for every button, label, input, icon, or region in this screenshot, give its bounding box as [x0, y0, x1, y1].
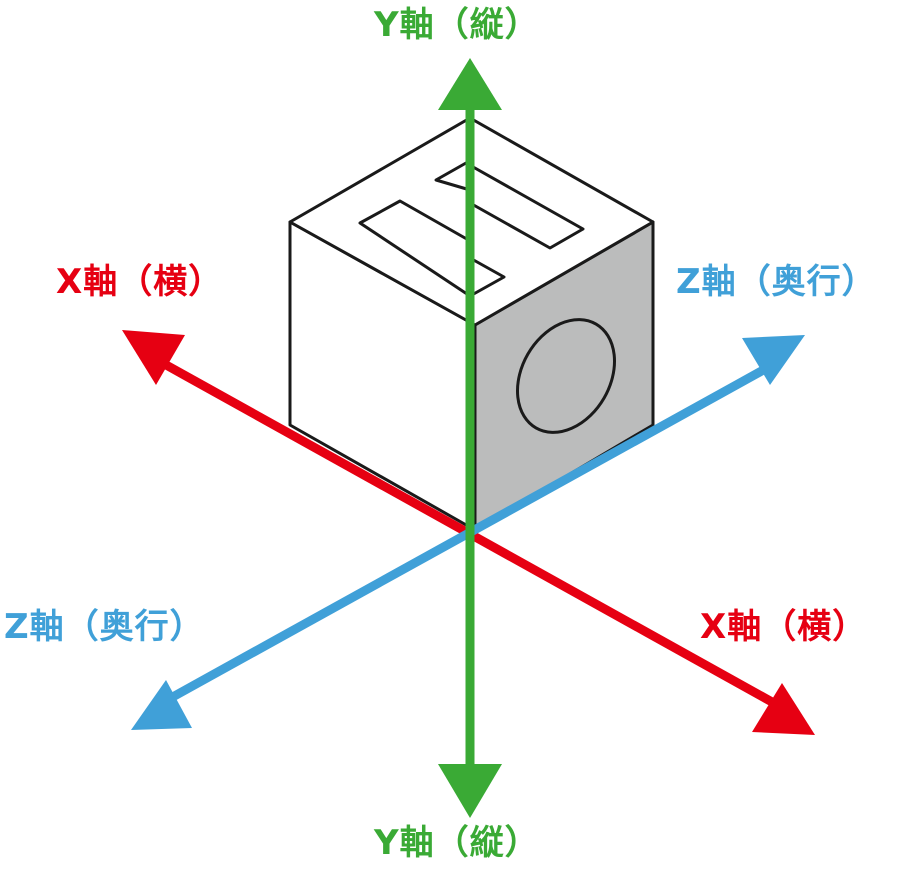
y-axis-label-bottom: Y軸（縦） [374, 823, 540, 863]
z-axis-arrow-left [131, 680, 192, 730]
z-axis-label-right: Z軸（奥行） [676, 262, 877, 302]
x-axis-arrow-left [122, 330, 185, 385]
z-axis-arrow-right [742, 335, 805, 385]
z-axis-label-left: Z軸（奥行） [4, 607, 205, 647]
cube-side-circle [516, 318, 616, 434]
x-axis-label-left: X軸（横） [56, 262, 224, 302]
x-axis-arrow-right [752, 683, 815, 735]
y-axis-arrow-top [438, 58, 502, 110]
x-axis-label-right: X軸（横） [700, 607, 868, 647]
y-axis-arrow-bottom [438, 764, 502, 818]
y-axis-label-top: Y軸（縦） [374, 5, 540, 45]
